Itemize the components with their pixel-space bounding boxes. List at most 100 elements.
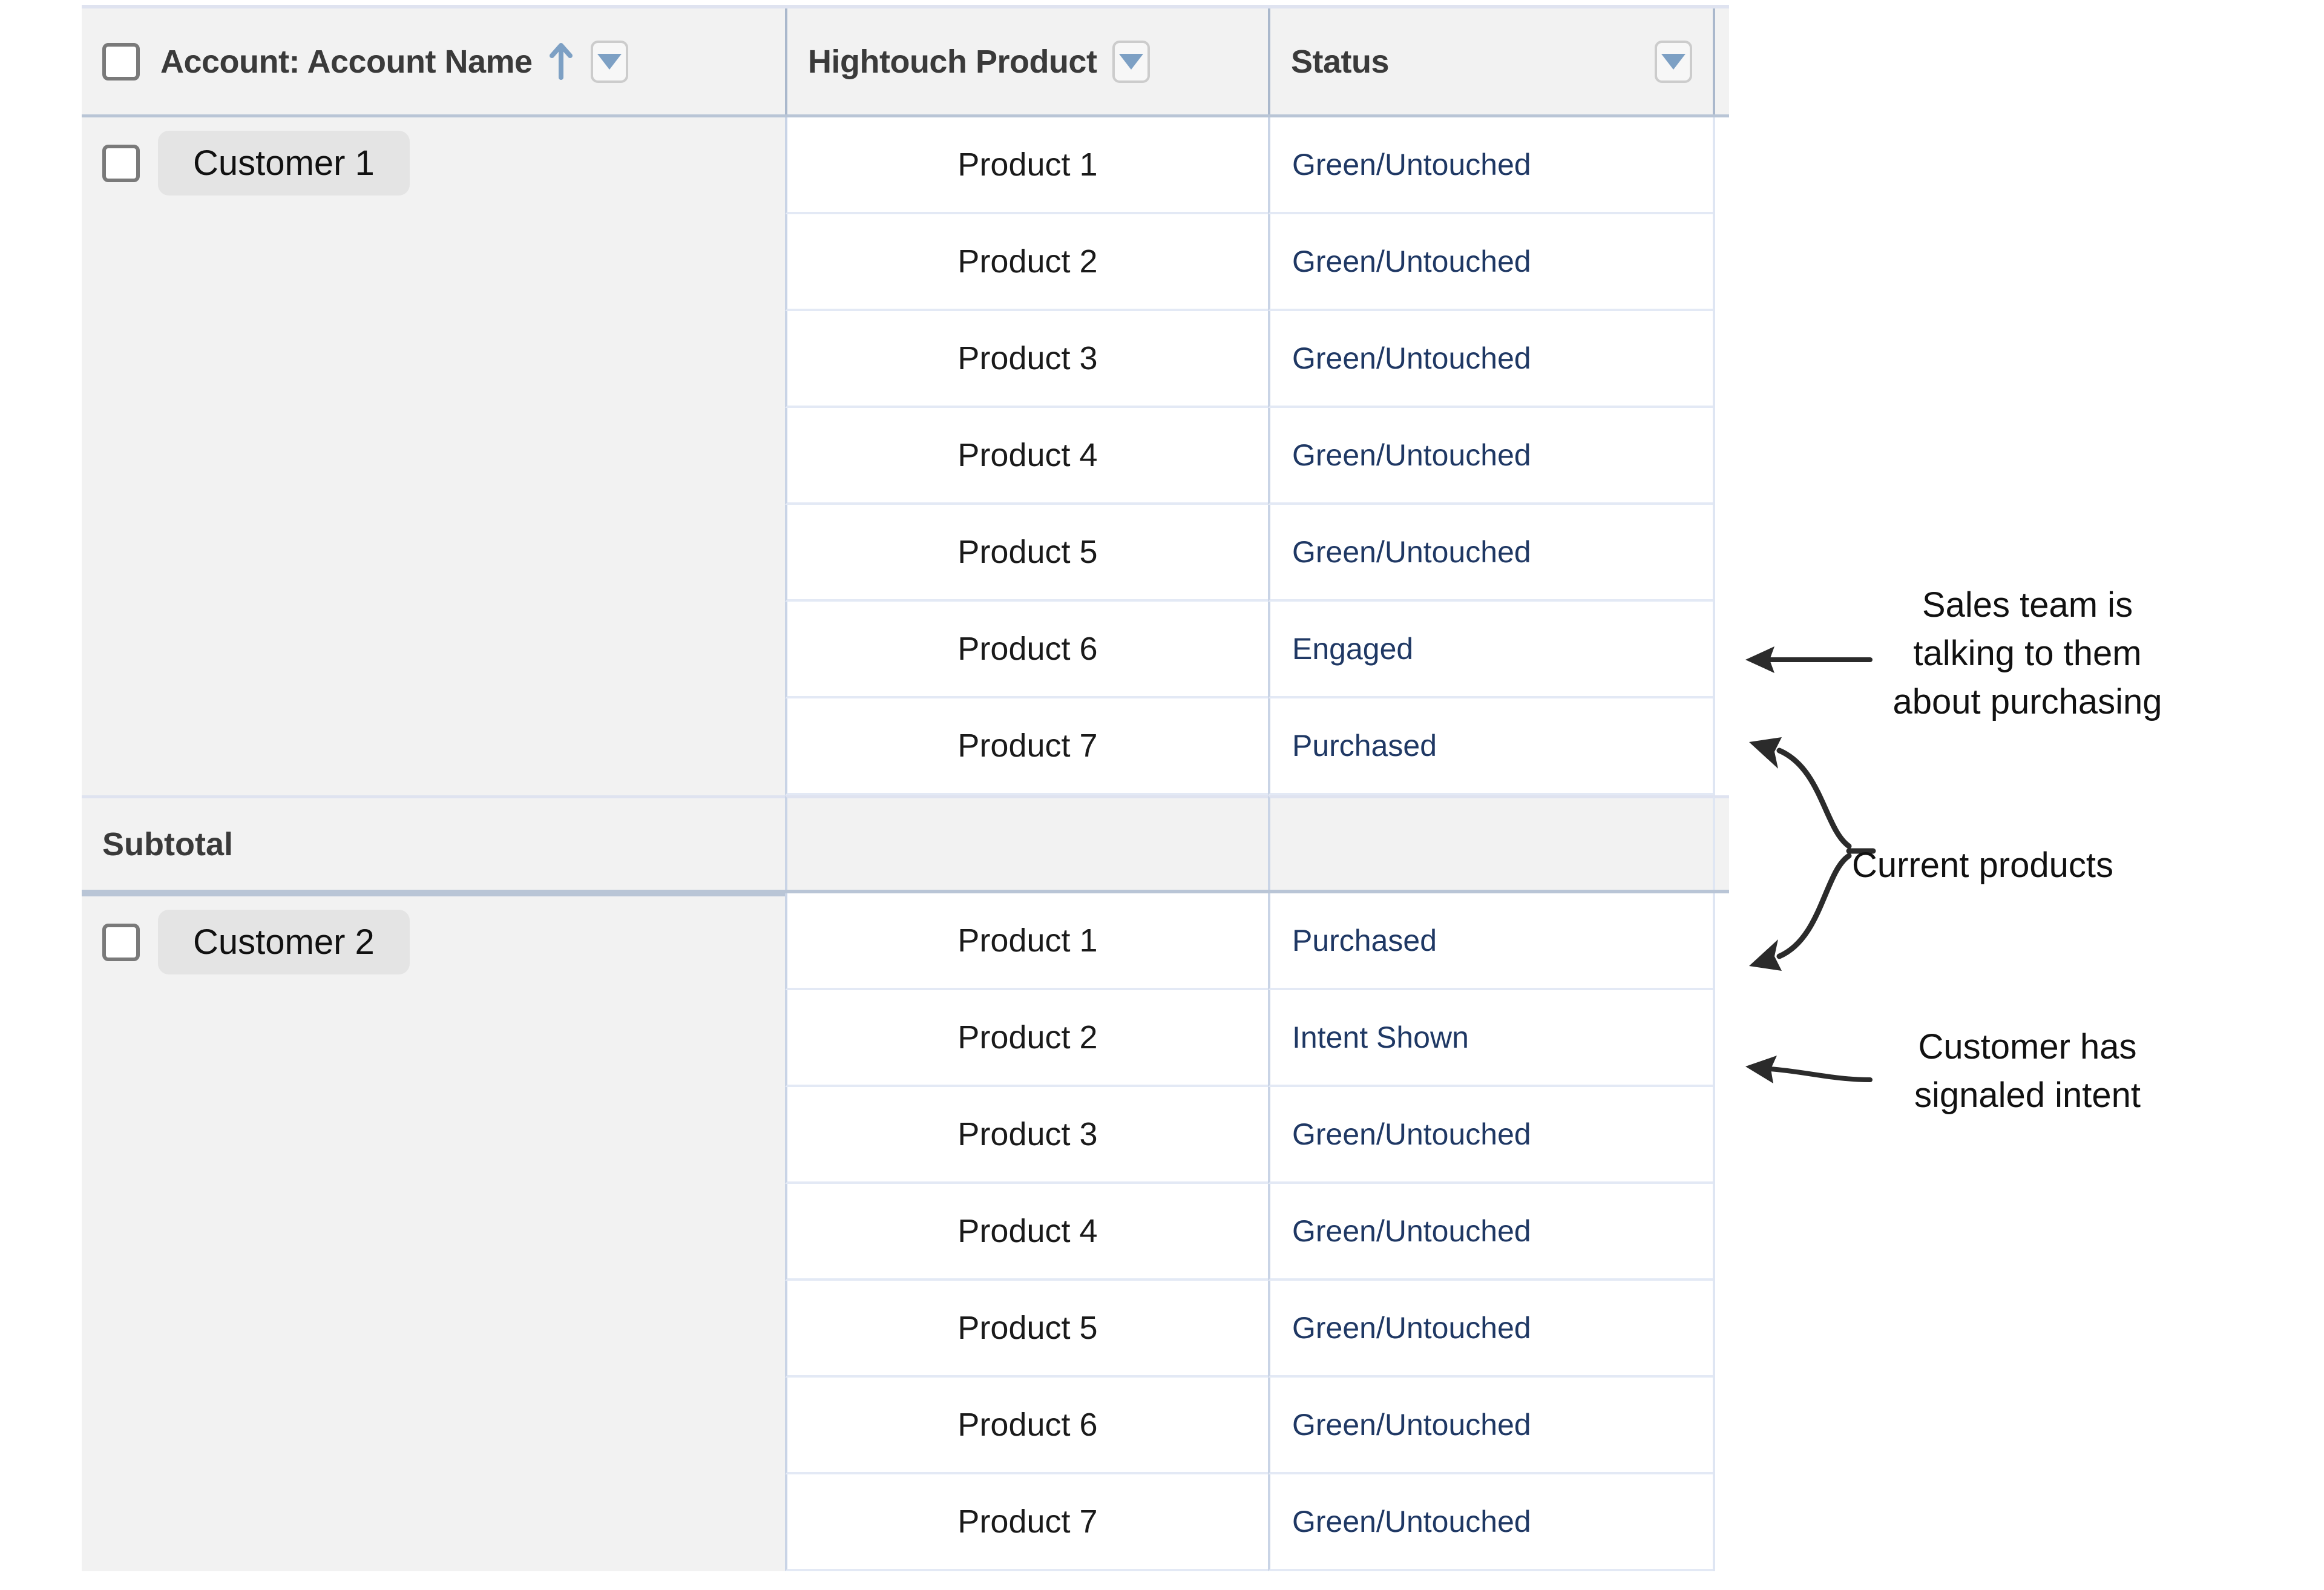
table-header-row: Account: Account Name Hightouch Product …	[82, 8, 1729, 117]
product-name: Product 6	[957, 631, 1098, 667]
cell-overflow	[1713, 990, 1729, 1087]
cell-overflow	[1713, 893, 1729, 990]
cell-status: Green/Untouched	[1268, 505, 1713, 602]
cell-overflow	[1713, 698, 1729, 795]
cell-account	[82, 214, 785, 311]
cell-overflow	[1713, 117, 1729, 214]
cell-overflow	[1713, 214, 1729, 311]
product-name: Product 1	[957, 922, 1098, 959]
filter-button-account[interactable]	[590, 40, 628, 83]
product-name: Product 5	[957, 1310, 1098, 1346]
table-row[interactable]: Product 6 Engaged	[82, 602, 1729, 698]
annotation-intent-text: Customer has signaled intent	[1914, 1027, 2141, 1115]
table-row[interactable]: Product 7 Green/Untouched	[82, 1474, 1729, 1571]
cell-account	[82, 311, 785, 408]
cell-overflow	[1713, 408, 1729, 505]
cell-account	[82, 1087, 785, 1184]
status-value: Intent Shown	[1292, 1020, 1469, 1054]
row-select-checkbox[interactable]	[102, 923, 140, 961]
cell-subtotal-label: Subtotal	[82, 795, 785, 890]
product-name: Product 5	[957, 534, 1098, 570]
cell-product: Product 6	[785, 602, 1268, 698]
cell-product: Product 7	[785, 1474, 1268, 1571]
account-name-chip[interactable]: Customer 1	[158, 131, 410, 195]
column-header-overflow	[1713, 8, 1729, 114]
cell-subtotal-product	[785, 795, 1268, 890]
cell-product: Product 3	[785, 311, 1268, 408]
cell-account	[82, 990, 785, 1087]
cell-status: Green/Untouched	[1268, 311, 1713, 408]
filter-button-status[interactable]	[1655, 40, 1692, 83]
cell-status: Intent Shown	[1268, 990, 1713, 1087]
cell-overflow	[1713, 1281, 1729, 1378]
cell-product: Product 1	[785, 117, 1268, 214]
cell-account: Customer 1	[82, 117, 785, 214]
table-row[interactable]: Product 2 Intent Shown	[82, 990, 1729, 1087]
product-name: Product 4	[957, 437, 1098, 473]
table-row[interactable]: Product 4 Green/Untouched	[82, 408, 1729, 505]
cell-product: Product 5	[785, 1281, 1268, 1378]
table-row[interactable]: Product 5 Green/Untouched	[82, 505, 1729, 602]
account-name-chip[interactable]: Customer 2	[158, 910, 410, 974]
status-value: Green/Untouched	[1292, 1505, 1531, 1539]
cell-status: Green/Untouched	[1268, 1378, 1713, 1474]
cell-status: Purchased	[1268, 893, 1713, 990]
cell-status: Engaged	[1268, 602, 1713, 698]
cell-account	[82, 408, 785, 505]
cell-product: Product 6	[785, 1378, 1268, 1474]
table-row[interactable]: Product 7 Purchased	[82, 698, 1729, 795]
product-name: Product 7	[957, 728, 1098, 764]
table-row[interactable]: Product 6 Green/Untouched	[82, 1378, 1729, 1474]
product-name: Product 2	[957, 1019, 1098, 1056]
product-name: Product 6	[957, 1407, 1098, 1443]
annotation-current-products-text: Current products	[1852, 846, 2113, 885]
subtotal-row: Subtotal	[82, 795, 1729, 893]
status-value: Purchased	[1292, 729, 1437, 763]
product-name: Product 3	[957, 340, 1098, 376]
status-value: Green/Untouched	[1292, 438, 1531, 472]
column-header-product[interactable]: Hightouch Product	[785, 8, 1268, 114]
status-value: Purchased	[1292, 924, 1437, 958]
sort-ascending-arrow-icon[interactable]	[548, 42, 574, 81]
column-header-account[interactable]: Account: Account Name	[82, 8, 785, 114]
cell-account	[82, 1281, 785, 1378]
table-row[interactable]: Product 4 Green/Untouched	[82, 1184, 1729, 1281]
cell-subtotal-status	[1268, 795, 1713, 890]
cell-product: Product 2	[785, 990, 1268, 1087]
cell-product: Product 5	[785, 505, 1268, 602]
cell-account	[82, 698, 785, 795]
table-row[interactable]: Product 3 Green/Untouched	[82, 311, 1729, 408]
cell-subtotal-overflow	[1713, 795, 1729, 890]
cell-overflow	[1713, 311, 1729, 408]
table-row[interactable]: Customer 1 Product 1 Green/Untouched	[82, 117, 1729, 214]
cell-status: Green/Untouched	[1268, 214, 1713, 311]
cell-overflow	[1713, 1474, 1729, 1571]
filter-button-product[interactable]	[1112, 40, 1151, 83]
status-value: Green/Untouched	[1292, 1311, 1531, 1345]
table-row[interactable]: Customer 2 Product 1 Purchased	[82, 893, 1729, 990]
column-header-status[interactable]: Status	[1268, 8, 1713, 114]
row-select-checkbox[interactable]	[102, 144, 140, 182]
status-value: Green/Untouched	[1292, 1214, 1531, 1248]
cell-product: Product 7	[785, 698, 1268, 795]
status-value: Green/Untouched	[1292, 148, 1531, 182]
column-header-account-label: Account: Account Name	[160, 43, 533, 80]
column-header-status-label: Status	[1291, 43, 1390, 80]
select-all-checkbox[interactable]	[102, 42, 140, 80]
table-row[interactable]: Product 5 Green/Untouched	[82, 1281, 1729, 1378]
product-name: Product 4	[957, 1213, 1098, 1249]
status-value: Green/Untouched	[1292, 341, 1531, 375]
cell-status: Green/Untouched	[1268, 1281, 1713, 1378]
cell-status: Green/Untouched	[1268, 408, 1713, 505]
cell-product: Product 2	[785, 214, 1268, 311]
status-value: Green/Untouched	[1292, 535, 1531, 569]
cell-overflow	[1713, 1087, 1729, 1184]
column-header-product-label: Hightouch Product	[808, 43, 1097, 80]
cell-status: Green/Untouched	[1268, 117, 1713, 214]
product-name: Product 3	[957, 1116, 1098, 1152]
status-value: Engaged	[1292, 632, 1414, 666]
product-name: Product 1	[957, 146, 1098, 183]
